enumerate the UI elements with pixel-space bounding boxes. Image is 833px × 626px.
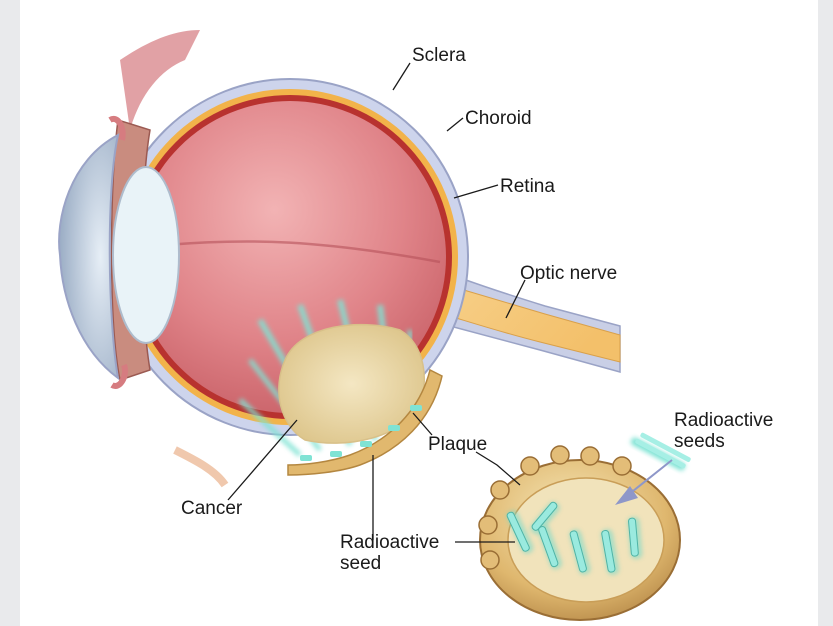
- lens: [113, 167, 179, 343]
- label-retina: Retina: [500, 176, 555, 197]
- label-cancer: Cancer: [181, 498, 242, 519]
- label-plaque: Plaque: [428, 434, 487, 455]
- cornea: [59, 135, 118, 378]
- label-sclera: Sclera: [412, 45, 466, 66]
- label-choroid: Choroid: [465, 108, 532, 129]
- label-radioactive-seed: Radioactive seed: [340, 532, 439, 574]
- label-radioactive-seeds: Radioactive seeds: [674, 410, 773, 452]
- label-optic-nerve: Optic nerve: [520, 263, 617, 284]
- plaque-detail: [479, 446, 680, 620]
